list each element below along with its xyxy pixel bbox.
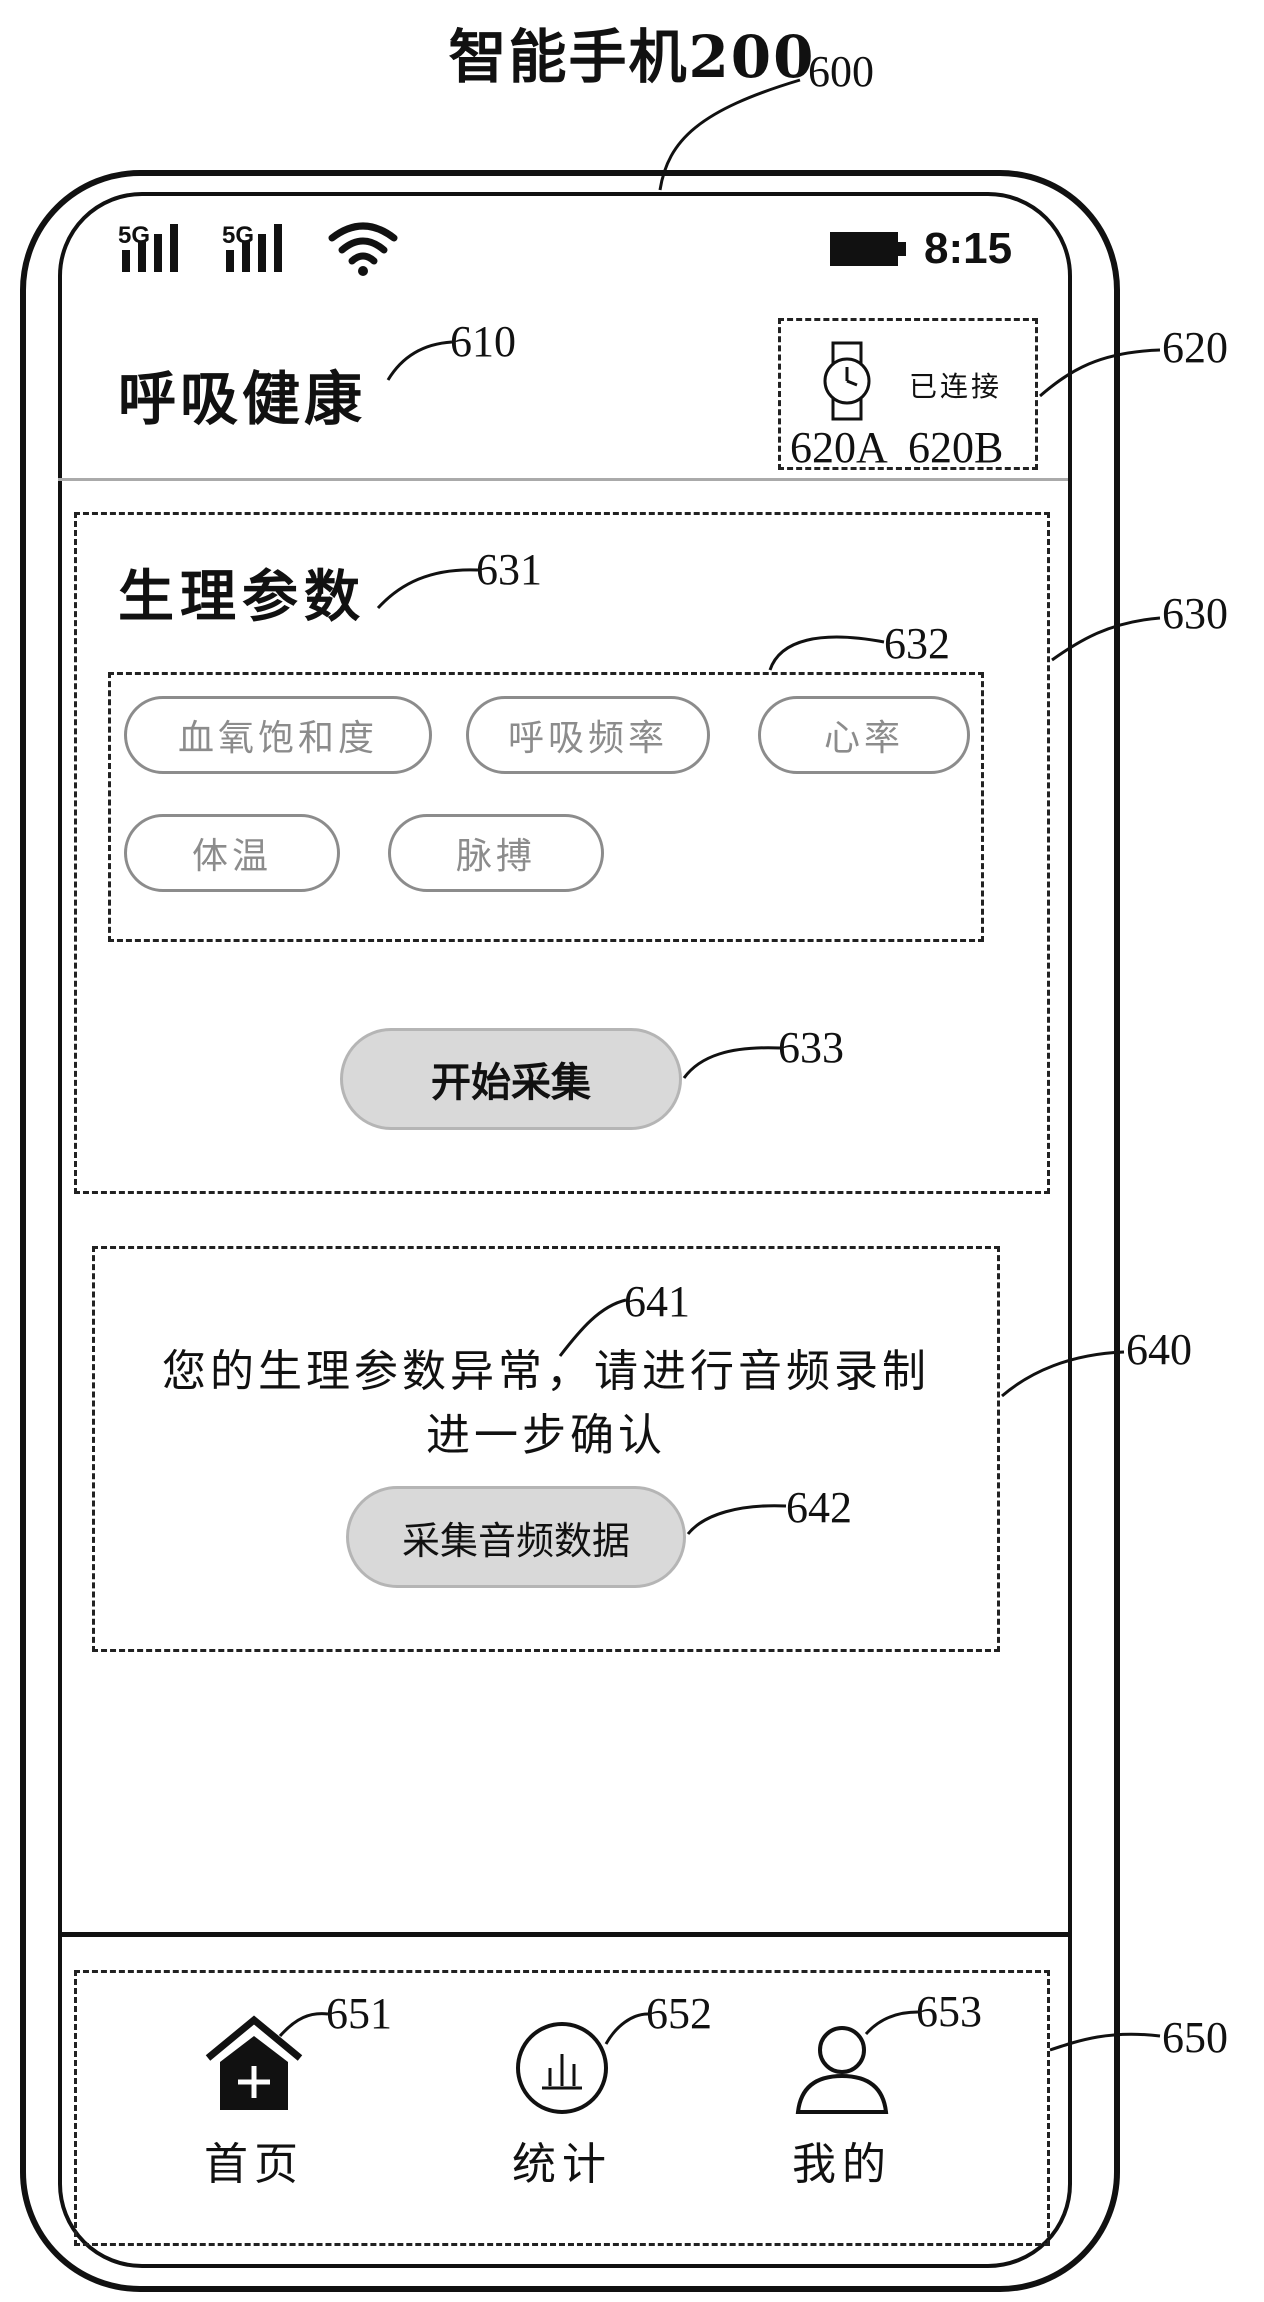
user-icon <box>792 2018 892 2118</box>
ref-app-title: 610 <box>450 317 516 366</box>
start-collection-button[interactable]: 开始采集 <box>340 1028 682 1130</box>
signal-5g-icon: 5G <box>118 222 198 274</box>
ref-start-button: 633 <box>778 1023 844 1072</box>
chip-body-temperature[interactable]: 体温 <box>124 814 340 892</box>
phone-outer-frame <box>20 170 1120 2292</box>
nav-item-home[interactable]: 首页 <box>190 2010 330 2210</box>
ref-params-section: 630 <box>1162 589 1228 638</box>
nav-item-mine[interactable]: 我的 <box>778 2010 918 2210</box>
params-section <box>74 512 1050 1194</box>
app-title: 呼吸健康 <box>118 365 367 433</box>
collect-audio-button[interactable]: 采集音频数据 <box>346 1486 686 1588</box>
home-icon <box>202 2010 306 2114</box>
params-title: 生理参数 <box>118 564 366 630</box>
status-time: 8:15 <box>924 224 1013 273</box>
nav-item-stats[interactable]: 统计 <box>500 2010 640 2210</box>
stats-icon <box>514 2020 610 2116</box>
ref-watch-status: 620B <box>908 423 1004 472</box>
bottom-nav <box>74 1970 1050 2246</box>
ref-watch-icon: 620A <box>790 423 888 472</box>
ref-watch-block: 620 <box>1162 323 1228 372</box>
ref-chip-group: 632 <box>884 619 950 668</box>
ref-nav-home: 651 <box>326 1989 392 2038</box>
ref-nav-mine: 653 <box>916 1987 982 2036</box>
ref-nav-bar: 650 <box>1162 2013 1228 2062</box>
ref-params-title: 631 <box>476 545 542 594</box>
phone-screen <box>58 192 1072 2268</box>
ref-alert-text: 641 <box>624 1277 690 1326</box>
header-divider <box>58 478 1068 481</box>
watch-icon <box>817 341 877 421</box>
wifi-icon <box>328 220 398 276</box>
nav-divider <box>58 1932 1068 1937</box>
chip-spo2[interactable]: 血氧饱和度 <box>124 696 432 774</box>
watch-status-text: 已连接 <box>909 370 1003 403</box>
chip-pulse[interactable]: 脉搏 <box>388 814 604 892</box>
battery-icon <box>830 232 906 266</box>
ref-nav-stats: 652 <box>646 1989 712 2038</box>
signal-5g-icon: 5G <box>222 222 302 274</box>
alert-message-line-1: 您的生理参数异常，请进行音频录制 <box>162 1346 930 1397</box>
ref-phone: 600 <box>808 47 874 96</box>
alert-message-line-2: 进一步确认 <box>426 1410 666 1461</box>
ref-alert-section: 640 <box>1126 1325 1192 1374</box>
param-chip-group <box>108 672 984 942</box>
chip-heart-rate[interactable]: 心率 <box>758 696 970 774</box>
nav-label-stats: 统计 <box>512 2139 612 2190</box>
figure-title: 智能手机200 <box>448 23 816 91</box>
status-bar: 5G 5G 8:15 <box>118 218 1018 278</box>
chip-respiratory-rate[interactable]: 呼吸频率 <box>466 696 710 774</box>
alert-section <box>92 1246 1000 1652</box>
watch-connection-panel[interactable]: 已连接 <box>778 318 1038 470</box>
nav-label-home: 首页 <box>204 2139 304 2190</box>
nav-label-mine: 我的 <box>792 2139 892 2190</box>
ref-audio-button: 642 <box>786 1483 852 1532</box>
